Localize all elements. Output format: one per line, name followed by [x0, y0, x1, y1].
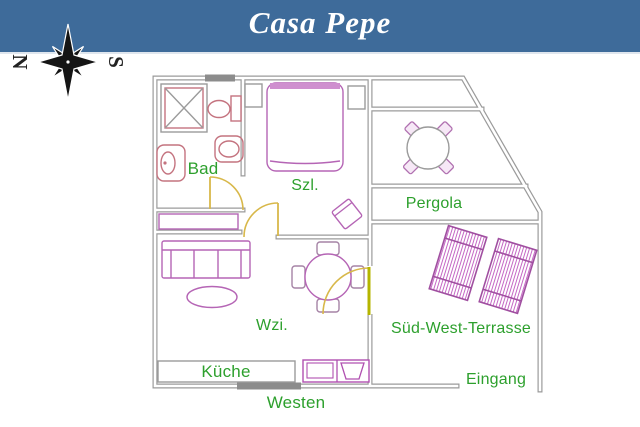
kitchen-sink-icon	[302, 359, 370, 383]
shower-icon	[160, 83, 208, 133]
nightstand-right-icon	[347, 85, 366, 110]
room-label-westen: Westen	[266, 393, 326, 412]
pergola-table-icon	[402, 121, 455, 175]
sun-lounger-icon	[478, 237, 538, 315]
room-label-terrasse: Süd-West-Terrasse	[390, 320, 532, 337]
terrace-door-arc	[322, 267, 370, 315]
sun-lounger-icon	[428, 224, 488, 302]
title-bar: Casa Pepe	[0, 0, 640, 54]
room-label-bad: Bad	[187, 159, 219, 178]
nightstand-left-icon	[244, 83, 263, 108]
coffee-table-icon	[186, 285, 238, 309]
bed-icon	[266, 82, 344, 172]
doors	[209, 176, 371, 315]
room-label-pergola: Pergola	[405, 195, 463, 212]
windows	[205, 74, 301, 390]
toilet-icon	[214, 135, 244, 163]
room-label-eingang: Eingang	[465, 371, 527, 388]
bath-window	[205, 74, 235, 82]
room-label-wzi: Wzi.	[256, 317, 288, 334]
compass-south-label: S	[104, 56, 128, 68]
walls	[152, 75, 543, 393]
compass-rose: N S	[7, 23, 129, 101]
sideboard-icon	[158, 213, 239, 230]
bathtub-icon	[156, 144, 186, 182]
bedroom-door-arc	[243, 202, 279, 238]
compass-star-icon	[35, 23, 101, 101]
washbasin-icon	[207, 95, 242, 122]
compass-north-label: N	[8, 54, 32, 69]
bath-door-arc	[209, 176, 244, 211]
bedroom-chair-icon	[331, 198, 363, 230]
room-label-kueche: Küche	[201, 362, 251, 381]
kitchen-window	[237, 382, 301, 390]
page-title: Casa Pepe	[248, 5, 392, 40]
sofa-icon	[161, 240, 251, 279]
kitchen-counter	[157, 360, 296, 383]
room-label-szl: Szl.	[291, 177, 319, 194]
dining-table-icon	[291, 241, 365, 313]
